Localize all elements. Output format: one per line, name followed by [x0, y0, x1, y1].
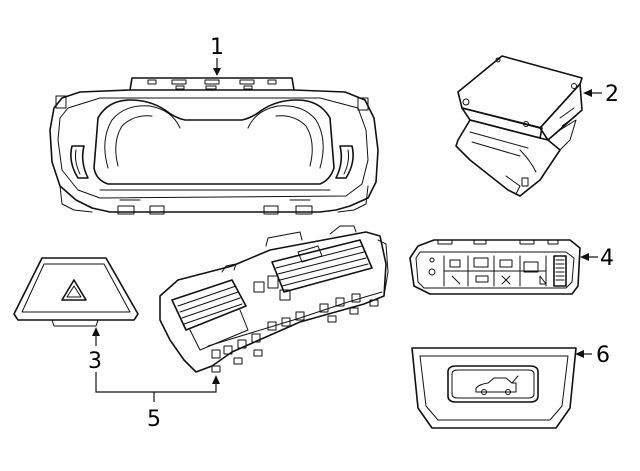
- callout-1: 1: [210, 35, 224, 60]
- callout-2: 2: [605, 82, 619, 107]
- callout-5: 5: [147, 407, 161, 432]
- head-up-display-unit-part[interactable]: [455, 55, 583, 197]
- center-vent-assembly-part[interactable]: [159, 225, 389, 373]
- leader-lines: [92, 58, 602, 402]
- callout-6: 6: [596, 343, 610, 368]
- instrument-cluster-part[interactable]: [49, 77, 379, 215]
- hazard-warning-switch-part[interactable]: [13, 257, 139, 327]
- switch-panel-part[interactable]: [409, 239, 581, 295]
- callout-3: 3: [88, 349, 102, 374]
- callout-4: 4: [600, 246, 614, 271]
- callout-labels: 1 2 3 4 5 6: [88, 35, 619, 432]
- trunk-release-switch-part[interactable]: [411, 347, 577, 429]
